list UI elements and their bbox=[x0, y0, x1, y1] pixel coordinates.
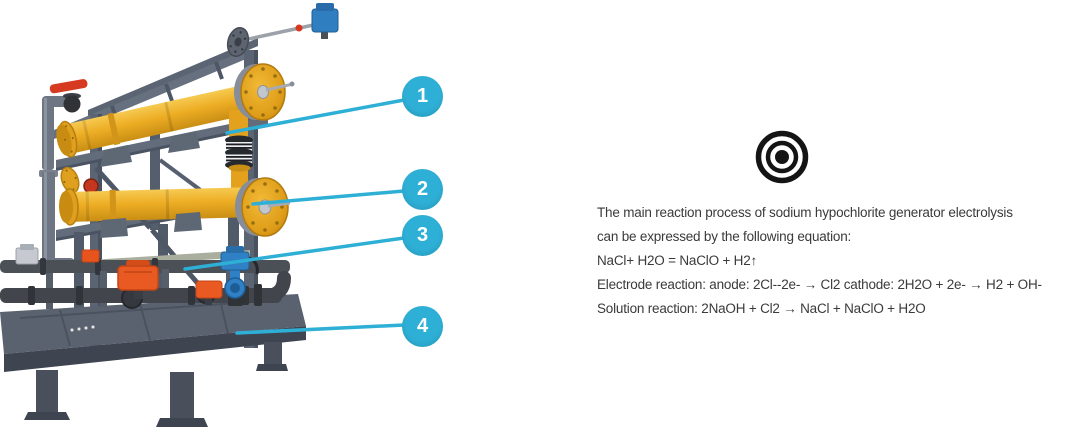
top-valve-assembly bbox=[226, 3, 339, 57]
lower-end-flange bbox=[235, 177, 291, 237]
target-center-dot bbox=[775, 150, 789, 164]
upper-end-flange bbox=[234, 63, 295, 121]
red-mini-valve bbox=[83, 178, 99, 194]
solution-reaction: Solution reaction: 2NaOH + Cl2 → NaCl + … bbox=[597, 301, 926, 316]
callout-marker-1: 1 bbox=[402, 76, 443, 117]
callout-marker-4: 4 bbox=[402, 306, 443, 347]
orange-actuator bbox=[117, 260, 159, 299]
skid-foot bbox=[36, 370, 58, 416]
equipment-photo bbox=[0, 3, 339, 427]
skid-foot bbox=[170, 372, 194, 422]
orange-actuator bbox=[81, 249, 100, 263]
description-line-2: can be expressed by the following equati… bbox=[597, 229, 852, 244]
gray-actuator bbox=[15, 247, 39, 265]
main-equation: NaCl+ H2O = NaClO + H2↑ bbox=[597, 253, 758, 268]
blue-actuator bbox=[311, 3, 339, 39]
base-skid bbox=[0, 294, 306, 427]
description-line-1: The main reaction process of sodium hypo… bbox=[597, 205, 1013, 220]
electrode-reaction: Electrode reaction: anode: 2Cl--2e- → Cl… bbox=[597, 277, 1042, 292]
lower-electrolyzer-vessel bbox=[58, 187, 249, 226]
target-outer-ring bbox=[755, 130, 809, 184]
callout-marker-3: 3 bbox=[402, 215, 443, 256]
reaction-description: The main reaction process of sodium hypo… bbox=[597, 201, 1067, 321]
target-icon bbox=[755, 130, 809, 184]
target-middle-ring bbox=[765, 140, 799, 174]
red-lever-valve bbox=[49, 79, 88, 94]
orange-actuator bbox=[195, 280, 223, 305]
callout-marker-2: 2 bbox=[402, 169, 443, 210]
saddle-supports bbox=[100, 131, 202, 238]
